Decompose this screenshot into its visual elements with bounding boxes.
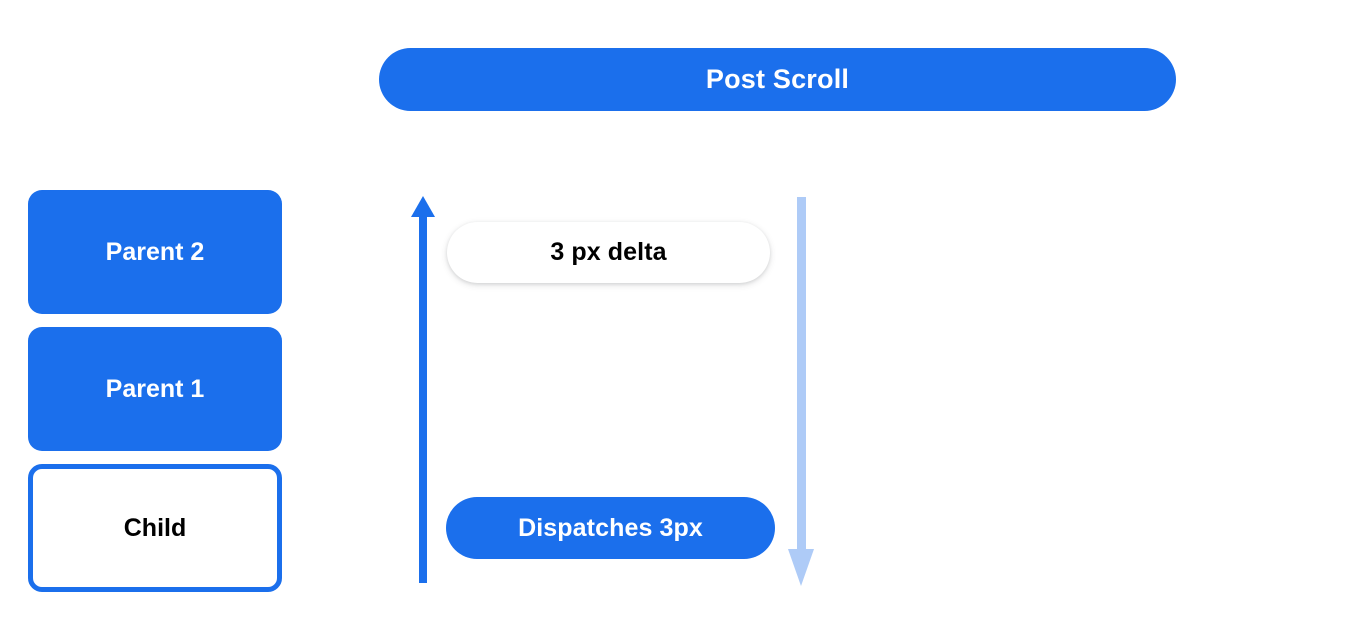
stack-box-parent-1[interactable]: Parent 1 <box>28 327 282 451</box>
scroll-down-arrow-icon <box>788 197 814 586</box>
page-title: Post Scroll <box>705 64 850 94</box>
bubble-up-arrow-icon <box>411 196 435 583</box>
stack-box-parent-2[interactable]: Parent 2 <box>28 190 282 314</box>
dispatch-pill-label: Dispatches 3px <box>518 513 703 542</box>
stack-box-label: Parent 2 <box>105 237 205 266</box>
node-stack: Parent 2 Parent 1 Child <box>28 190 282 592</box>
stack-box-label: Parent 1 <box>105 374 205 403</box>
delta-pill-label: 3 px delta <box>550 238 667 266</box>
post-scroll-header: Post Scroll <box>379 48 1176 111</box>
stack-box-label: Child <box>123 513 187 542</box>
delta-pill: 3 px delta <box>447 222 770 283</box>
dispatch-pill: Dispatches 3px <box>446 497 775 559</box>
stack-box-child[interactable]: Child <box>28 464 282 592</box>
